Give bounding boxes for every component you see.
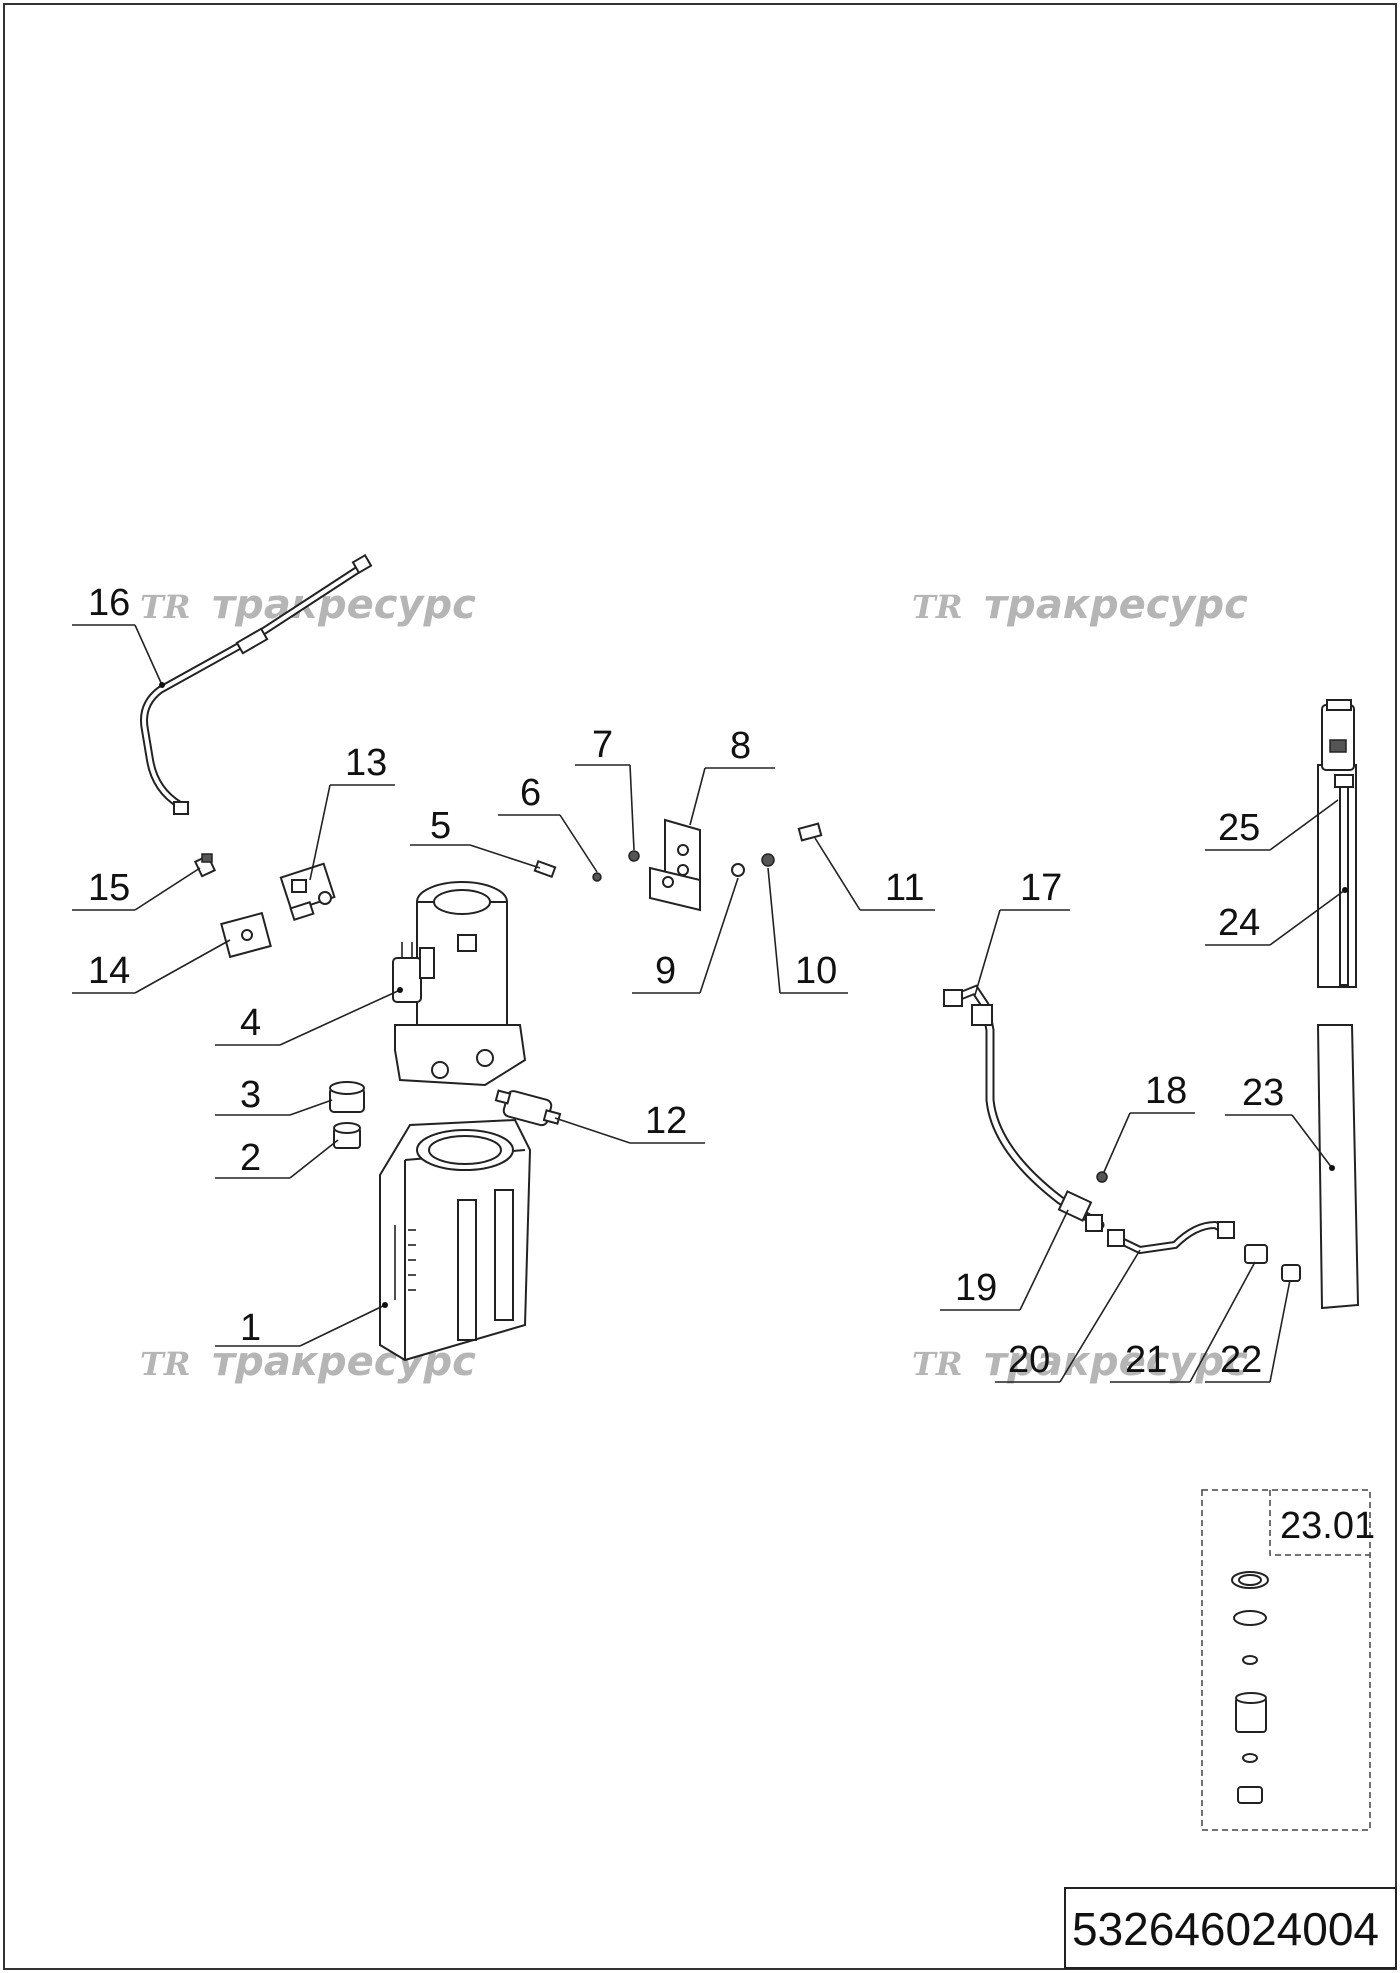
part-4-motor-pump [392,881,527,1087]
drawing-frame [3,3,1397,1970]
callout-3: 3 [215,1074,333,1116]
callout-21: 21 [1110,1261,1256,1383]
callout-19: 19 [940,1209,1069,1311]
part-2-plug [333,1122,361,1149]
svg-text:15: 15 [88,867,130,909]
svg-text:13: 13 [345,742,387,784]
svg-text:18: 18 [1145,1070,1187,1112]
callout-24: 24 [1205,887,1348,946]
watermark-top-left: TR тракресурс [140,582,476,628]
callout-10: 10 [767,867,848,994]
callout-9: 9 [632,877,739,994]
watermark-bottom-right: TR тракресурс [912,1339,1248,1385]
part-24-rod [1317,764,1357,988]
svg-text:5: 5 [430,805,451,847]
callout-13: 13 [309,742,395,881]
svg-text:12: 12 [645,1100,687,1142]
svg-text:тракресурс: тракресурс [984,582,1248,628]
callout-22: 22 [1205,1279,1291,1383]
svg-text:3: 3 [240,1074,261,1116]
callout-15: 15 [72,867,201,911]
svg-text:20: 20 [1008,1339,1050,1381]
svg-text:тракресурс: тракресурс [984,1339,1248,1385]
part-6-ball [592,872,602,882]
callout-1: 1 [215,1302,388,1349]
part-10-nut [761,853,775,867]
svg-text:21: 21 [1125,1339,1167,1381]
svg-text:16: 16 [88,582,130,624]
callout-5: 5 [410,805,541,869]
svg-text:6: 6 [520,772,541,814]
svg-text:TR: TR [912,588,962,626]
inset-label: 23.01 [1280,1505,1375,1547]
callout-16: 16 [72,582,165,688]
callout-20: 20 [995,1249,1141,1383]
svg-text:22: 22 [1220,1339,1262,1381]
svg-text:25: 25 [1218,807,1260,849]
svg-text:19: 19 [955,1267,997,1309]
callout-4: 4 [215,987,403,1046]
svg-text:1: 1 [240,1307,261,1349]
document-number-box: 532646024004 [1064,1887,1397,1969]
part-7-nut [628,850,640,862]
part-9-washer [731,863,745,877]
part-21-fitting [1244,1244,1268,1264]
part-23-cylinder [1316,1024,1360,1310]
callout-12: 12 [554,1100,705,1144]
part-3-cap [329,1081,365,1113]
part-18-screw [1096,1171,1108,1183]
svg-text:2: 2 [240,1137,261,1179]
part-13-valve-block [279,862,336,922]
svg-text:14: 14 [88,950,130,992]
part-5-bolt [533,859,557,879]
inset-23-01: 23.01 [1201,1489,1375,1831]
svg-text:4: 4 [240,1002,261,1044]
callout-7: 7 [575,724,635,851]
watermark-top-right: TR тракресурс [912,582,1248,628]
part-25-head [1321,699,1355,788]
callout-23: 23 [1225,1072,1335,1171]
part-17-pipe [943,984,1105,1230]
part-19-union [1057,1190,1103,1232]
callout-17: 17 [974,867,1070,996]
callout-11: 11 [814,837,935,911]
part-16-hose [140,553,373,815]
callout-25: 25 [1205,799,1339,851]
callout-2: 2 [215,1137,339,1179]
callout-6: 6 [498,772,598,873]
document-number: 532646024004 [1072,1903,1379,1955]
part-11-bolt [797,822,823,842]
svg-text:11: 11 [885,867,924,909]
svg-text:17: 17 [1020,867,1062,909]
svg-text:9: 9 [655,950,676,992]
svg-text:TR: TR [912,1345,962,1383]
svg-text:10: 10 [795,950,837,992]
part-20-pipe [1107,1220,1235,1255]
part-8-bracket [649,818,701,912]
part-22-plug [1281,1264,1301,1282]
callout-14: 14 [72,939,231,994]
part-15-fitting [193,853,217,878]
part-12-check-valve [494,1089,562,1127]
callout-18: 18 [1103,1070,1195,1173]
svg-text:24: 24 [1218,902,1260,944]
svg-text:TR: TR [140,1345,190,1383]
svg-text:TR: TR [140,588,190,626]
part-1-reservoir [379,1118,532,1362]
svg-text:7: 7 [592,724,613,766]
svg-text:8: 8 [730,725,751,767]
svg-text:23: 23 [1242,1072,1284,1114]
part-14-clamp [220,911,272,959]
callout-8: 8 [689,725,775,826]
svg-text:тракресурс: тракресурс [212,582,476,628]
